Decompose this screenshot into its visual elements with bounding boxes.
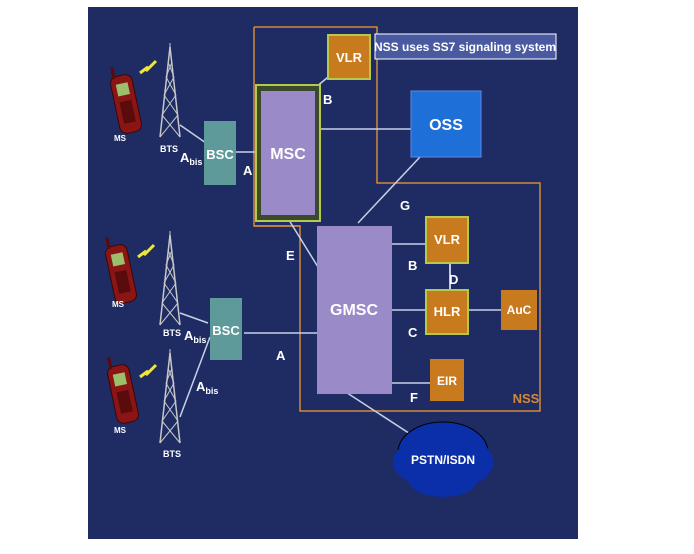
pstn-cloud xyxy=(393,421,493,497)
nss-label: NSS xyxy=(513,391,540,406)
hlr-label: HLR xyxy=(434,304,461,319)
eir-box xyxy=(430,359,464,401)
abis-label: Abis xyxy=(196,379,218,396)
vlr-label: VLR xyxy=(434,232,461,247)
bts-tower-3 xyxy=(159,348,181,444)
interface-label-e: E xyxy=(286,248,295,263)
bts-label: BTS xyxy=(163,449,181,459)
interface-label-f: F xyxy=(410,390,418,405)
msc-label: MSC xyxy=(270,146,306,163)
abis-label: Abis xyxy=(184,328,206,345)
gsm-network-diagram: MS MS MS BTS BTS BTS Abis Abis Abis BSC … xyxy=(103,26,557,497)
hlr-box xyxy=(425,289,469,335)
pstn-label: PSTN/ISDN xyxy=(411,453,475,467)
interface-label-d: D xyxy=(449,272,458,287)
bts-label: BTS xyxy=(160,144,178,154)
diagram-slide: MS MS MS BTS BTS BTS Abis Abis Abis BSC … xyxy=(88,7,578,539)
gmsc-box xyxy=(317,226,392,394)
auc-box xyxy=(501,290,537,330)
interface-label-g: G xyxy=(400,198,410,213)
radio-signal-icon xyxy=(138,363,158,379)
vlr-top-box xyxy=(327,34,371,80)
interface-label-b: B xyxy=(323,92,332,107)
radio-signal-icon xyxy=(136,243,156,259)
ss7-banner-text: NSS uses SS7 signaling system xyxy=(374,40,556,54)
interface-label-a: A xyxy=(243,163,253,178)
mobile-station-1 xyxy=(108,66,144,136)
bsc-label-2: BSC xyxy=(212,323,240,338)
bsc-box-1 xyxy=(204,121,236,185)
interface-label-b: B xyxy=(408,258,417,273)
eir-label: EIR xyxy=(437,374,457,388)
vlr-box xyxy=(425,216,469,264)
ms-label: MS xyxy=(114,426,127,435)
interface-label-c: C xyxy=(408,325,418,340)
ss7-banner xyxy=(374,33,557,60)
connection-lines xyxy=(179,72,501,440)
ms-label: MS xyxy=(114,134,127,143)
mobile-station-2 xyxy=(103,236,139,306)
oss-box xyxy=(410,90,482,158)
bts-tower-1 xyxy=(159,42,181,138)
mobile-station-3 xyxy=(105,356,141,426)
oss-label: OSS xyxy=(429,117,463,134)
bts-tower-2 xyxy=(159,230,181,326)
auc-label: AuC xyxy=(507,303,532,317)
radio-signal-icon xyxy=(138,59,158,75)
bts-label: BTS xyxy=(163,328,181,338)
abis-label: Abis xyxy=(180,150,202,167)
bsc-label-1: BSC xyxy=(206,147,234,162)
interface-label-a: A xyxy=(276,348,286,363)
gmsc-label: GMSC xyxy=(330,302,378,319)
vlr-top-label: VLR xyxy=(336,50,363,65)
ms-label: MS xyxy=(112,300,125,309)
msc-box xyxy=(261,91,315,215)
bsc-box-2 xyxy=(210,298,242,360)
